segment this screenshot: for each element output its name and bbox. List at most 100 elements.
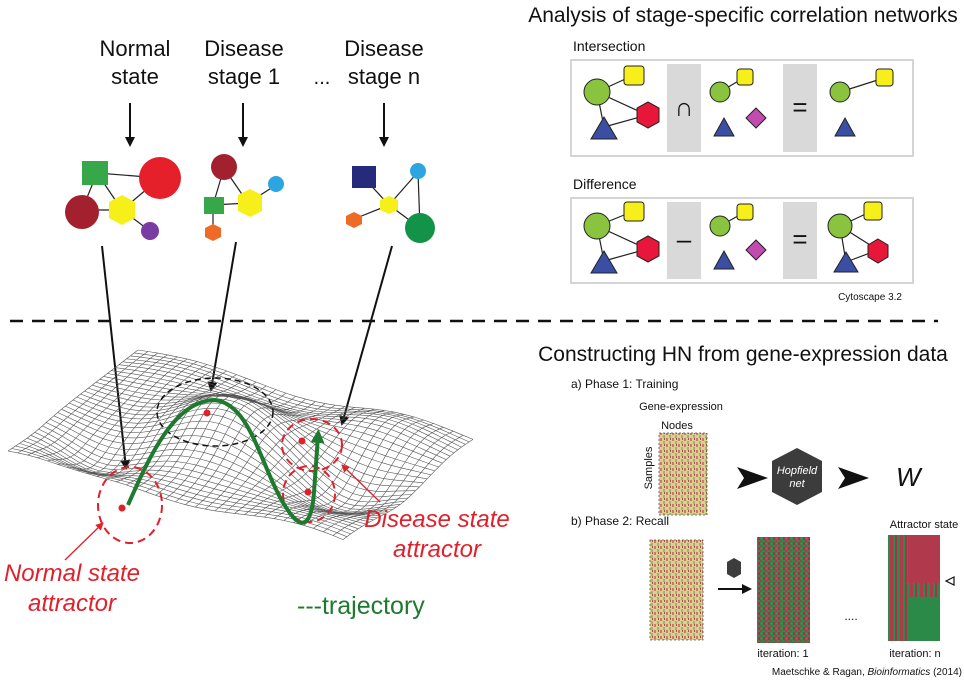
disease-stagen-label-line1: Disease — [344, 36, 423, 61]
mesh-line-v — [76, 396, 412, 498]
disease-attractor-label-line1: Disease state — [364, 506, 509, 533]
gene-expression-matrix-training — [658, 432, 708, 516]
yellow-hexagon-node — [109, 195, 135, 225]
mesh-line-v — [111, 370, 447, 460]
intersection-equals-box — [783, 64, 817, 152]
normal-attractor-pointer — [64, 522, 104, 561]
green-circle-node — [405, 213, 435, 243]
difference-panel: – = — [570, 197, 914, 284]
mesh-line-u — [116, 378, 247, 483]
normal-attractor-label-line1: Normal state — [4, 560, 140, 587]
disease-stage1-label-line1: Disease — [204, 36, 283, 61]
stagen-network — [346, 163, 435, 243]
mesh-line-v — [130, 355, 466, 445]
disease-attractor-circle-upper — [281, 418, 343, 472]
orange-hexagon-node — [346, 212, 362, 228]
training-arrow-in — [737, 467, 768, 489]
mesh-line-u — [234, 407, 365, 514]
disease-point-lower — [304, 488, 312, 496]
intersection-symbol: ∩ — [675, 92, 694, 122]
mesh-line-v — [115, 367, 451, 457]
normal-projection-arrow — [101, 245, 131, 470]
iteration-n-label: iteration: n — [889, 648, 940, 660]
mesh-line-v — [118, 364, 455, 454]
stagen-projection-arrow — [339, 245, 393, 426]
navy-square-node — [352, 166, 376, 188]
mesh-line-u — [27, 352, 158, 456]
difference-equals-box — [783, 202, 817, 279]
normal-state-label-line2: state — [111, 64, 159, 89]
phase2-label: b) Phase 2: Recall — [571, 514, 669, 528]
epigenetic-landscape-mesh — [7, 349, 474, 540]
mesh-line-u — [224, 407, 355, 513]
hopfield-mini-hexagon — [727, 558, 741, 578]
intersection-equals-symbol: = — [792, 92, 807, 122]
mesh-line-v — [137, 349, 474, 440]
mesh-line-v — [122, 361, 458, 451]
citation-journal: Bioinformatics — [868, 667, 931, 678]
training-arrow-out — [838, 467, 869, 489]
cyan-circle-node — [410, 163, 426, 179]
mesh-line-u — [195, 403, 326, 508]
transition-point — [203, 409, 211, 417]
landscape-annotations — [64, 377, 381, 561]
cytoscape-credit: Cytoscape 3.2 — [838, 292, 902, 303]
mesh-line-v — [84, 390, 420, 488]
normal-attractor-circle — [97, 466, 163, 544]
samples-label: Samples — [643, 446, 655, 489]
mesh-line-u — [37, 354, 168, 459]
dark-red-circle-node — [65, 195, 99, 229]
disease-attractor-circle-lower — [282, 465, 336, 523]
disease-attractor-pointer — [341, 464, 381, 503]
recall-state-iteration-1 — [757, 537, 810, 643]
difference-operator-box — [667, 202, 701, 279]
disease-point-upper — [298, 437, 306, 445]
attractor-marker-icon — [944, 576, 955, 586]
difference-label: Difference — [573, 176, 637, 192]
mesh-line-v — [107, 373, 443, 464]
trajectory-path — [126, 397, 325, 525]
mesh-line-v — [126, 358, 462, 448]
gene-expression-label: Gene-expression — [639, 401, 723, 413]
mesh-line-v — [80, 393, 416, 492]
mesh-line-v — [53, 415, 389, 514]
disease-stagen-label-line2: stage n — [348, 64, 420, 89]
difference-symbol: – — [677, 224, 692, 254]
disease-stage1-label-line2: stage 1 — [208, 64, 280, 89]
attractor-state-label: Attractor state — [890, 519, 958, 531]
nodes-label: Nodes — [661, 420, 693, 432]
citation-authors: Maetschke & Ragan, — [772, 667, 868, 678]
intersection-panel: ∩ = — [570, 59, 914, 157]
attractor-block-red — [908, 535, 940, 583]
purple-circle-node — [141, 222, 159, 240]
orange-hexagon-node — [205, 224, 221, 241]
intersection-operator-box — [667, 64, 701, 152]
hn-section-title: Constructing HN from gene-expression dat… — [538, 343, 948, 366]
yellow-hexagon-node — [238, 189, 262, 217]
red-circle-node — [139, 157, 181, 199]
disease-attractor-label-line2: attractor — [393, 536, 482, 563]
state-labels: Normal state Disease stage 1 ... Disease… — [100, 36, 424, 89]
normal-state-label-line1: Normal — [100, 36, 171, 61]
cyan-circle-node — [268, 176, 284, 192]
mesh-line-u — [283, 416, 414, 521]
citation-year: (2014) — [930, 667, 962, 678]
mesh-line-u — [293, 419, 424, 523]
weight-matrix-w: W — [896, 462, 923, 492]
green-square-node — [82, 161, 108, 185]
mesh-line-v — [134, 352, 470, 443]
hopfield-net-hexagon — [772, 448, 822, 505]
mesh-line-u — [185, 401, 316, 505]
stage1-network — [204, 154, 284, 241]
phase1-label: a) Phase 1: Training — [571, 377, 678, 391]
stage1-projection-arrow — [207, 241, 237, 392]
stage-ellipsis: ... — [314, 67, 331, 89]
intersection-label: Intersection — [573, 38, 645, 54]
dark-red-circle-node — [211, 154, 237, 180]
normal-attractor-label-line2: attractor — [28, 590, 117, 617]
normal-state-network — [65, 157, 181, 240]
projection-arrows — [101, 241, 393, 470]
mesh-line-u — [273, 414, 405, 519]
mesh-line-v — [72, 399, 409, 503]
